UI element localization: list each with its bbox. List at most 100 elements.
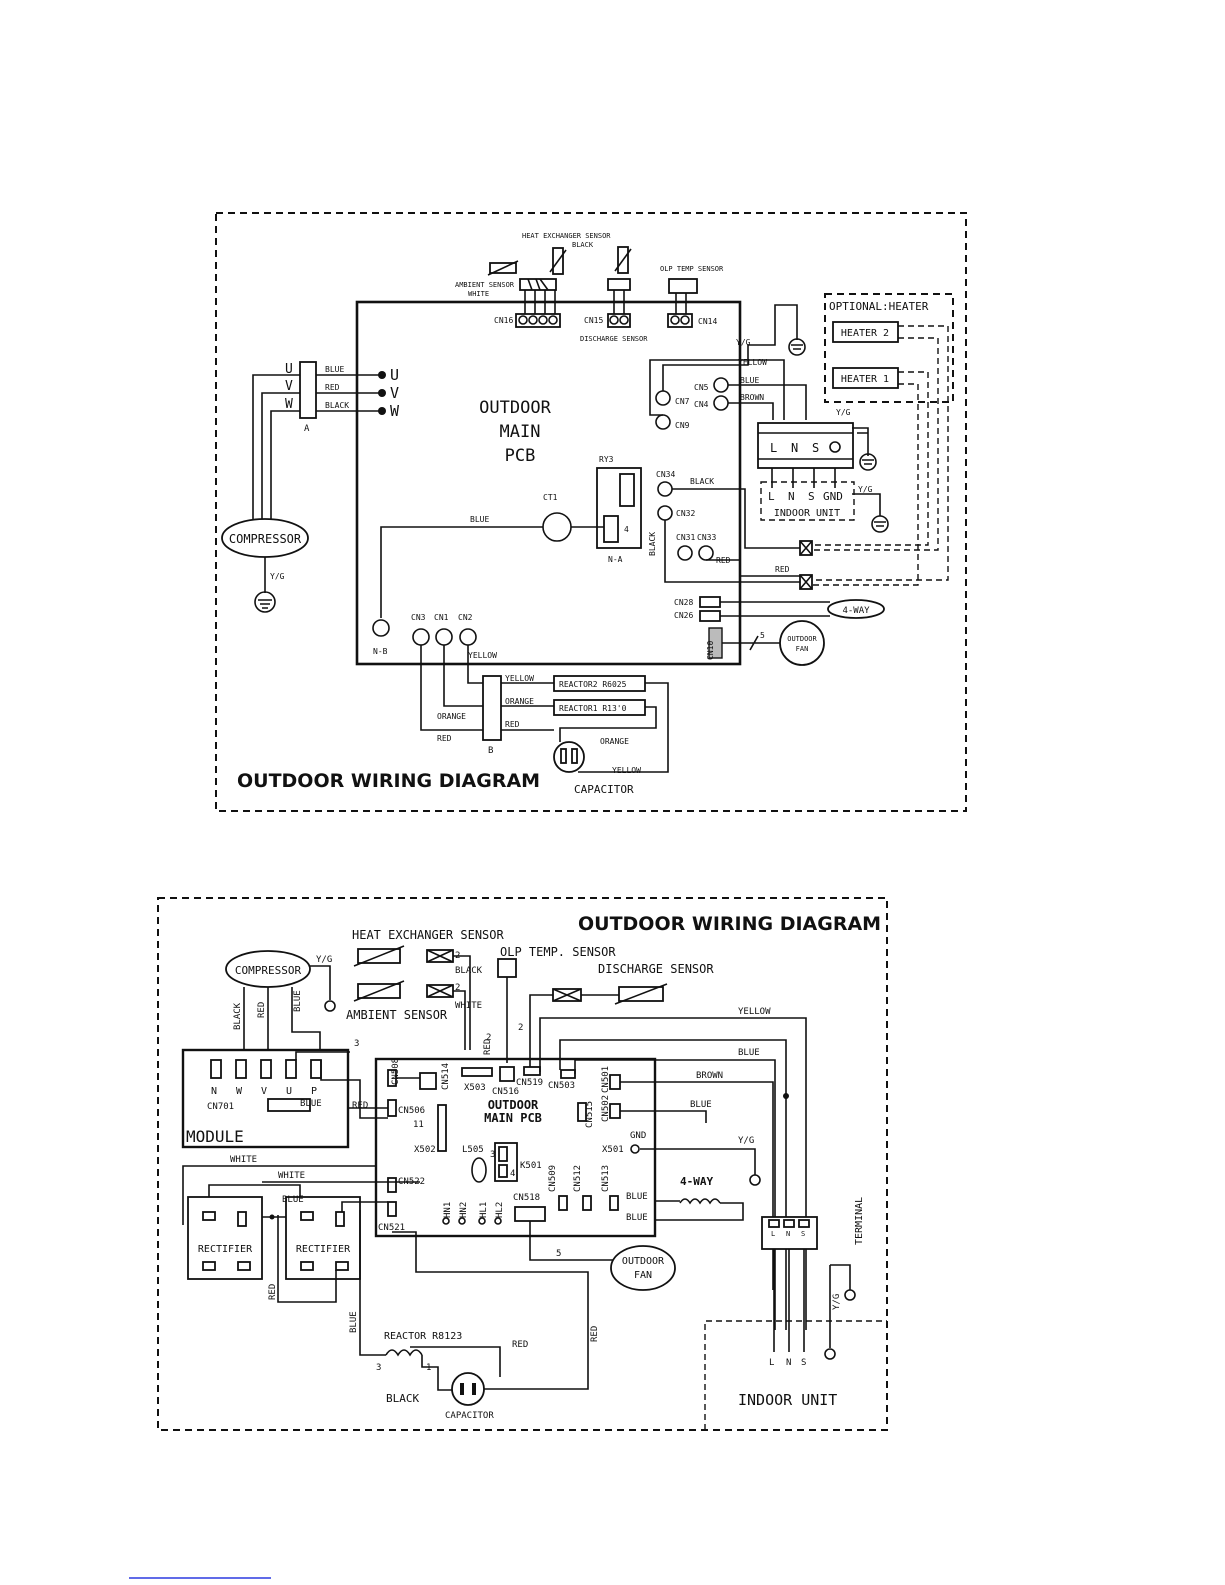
compressor-yg: Y/G: [270, 572, 285, 581]
rectifier-2-label: RECTIFIER: [296, 1244, 351, 1255]
capacitor-1-label: CAPACITOR: [574, 783, 634, 796]
hl2-label: HL2: [495, 1202, 505, 1218]
cn516-label: CN516: [492, 1087, 519, 1097]
orange-b-label: ORANGE: [505, 697, 534, 706]
four-way-valve-1: [827, 599, 885, 619]
black-vert-label: BLACK: [648, 532, 657, 556]
terminal-strip-1: [757, 422, 854, 469]
outdoor-fan-1: [779, 620, 825, 666]
olp-sensor-body: [668, 278, 698, 294]
mod-pin-p: P: [311, 1086, 317, 1097]
black-cn34-label: BLACK: [690, 477, 714, 486]
cn514-label: CN514: [441, 1063, 451, 1090]
outdoor-fan-1-line1: OUTDOOR: [787, 635, 817, 643]
yellow-label: YELLOW: [738, 358, 767, 367]
outdoor-fan-2-line1: OUTDOOR: [622, 1256, 665, 1267]
white-label-a: WHITE: [230, 1155, 257, 1165]
capacitor-2-label: CAPACITOR: [445, 1411, 494, 1421]
ground-icon: [254, 591, 276, 613]
diagram-2-frame: [157, 897, 888, 1431]
ground-icon-term: [859, 453, 877, 471]
module-label: MODULE: [186, 1127, 244, 1146]
cn502-label: CN502: [601, 1095, 611, 1122]
terminal-block-a: [299, 361, 317, 419]
term-l: L: [770, 441, 777, 455]
nb-terminal: [372, 619, 390, 637]
olp-red-label: RED: [483, 1039, 493, 1055]
diagram-2: OUTDOOR WIRING DIAGRAM HEAT EXCHANGER SE…: [157, 897, 888, 1431]
four-way-label-1: 4-WAY: [842, 606, 870, 616]
rect-blue-label: BLUE: [282, 1195, 304, 1205]
cn503-label: CN503: [548, 1081, 575, 1091]
white-label-b: WHITE: [278, 1171, 305, 1181]
hx-sensor-label-2: HEAT EXCHANGER SENSOR: [352, 928, 504, 942]
rect-red-label: RED: [268, 1284, 278, 1300]
pcb2-line2: MAIN PCB: [484, 1111, 542, 1125]
capacitor-2: [451, 1372, 485, 1406]
eleven-count: 11: [413, 1120, 424, 1130]
pcb2-line1: OUTDOOR: [488, 1098, 539, 1112]
ambient-sensor-label: AMBIENT SENSOR: [455, 281, 515, 289]
yellow-label-2: YELLOW: [738, 1007, 771, 1017]
term-n: N: [791, 441, 798, 455]
term2-l: L: [771, 1230, 775, 1238]
blue-wire-label: BLUE: [325, 365, 344, 374]
blue-label-2a: BLUE: [738, 1048, 760, 1058]
yg-top-label: Y/G: [736, 338, 751, 347]
orange-cap-label: ORANGE: [600, 737, 629, 746]
discharge-sensor-label-2: DISCHARGE SENSOR: [598, 962, 714, 976]
w-pcb: W: [390, 402, 400, 420]
k501-label: K501: [520, 1161, 542, 1171]
v-pcb: V: [390, 384, 399, 402]
yellow-cn2-label: YELLOW: [468, 651, 497, 660]
u-pcb: U: [390, 366, 399, 384]
mod-pin-n: N: [211, 1086, 217, 1097]
diagram-2-title: OUTDOOR WIRING DIAGRAM: [578, 913, 881, 935]
yg-comp-label: Y/G: [316, 955, 332, 965]
outdoor-fan-1-line2: FAN: [796, 645, 809, 653]
cn31-label: CN31: [676, 533, 695, 542]
indoor-unit-label-1: INDOOR UNIT: [774, 508, 840, 519]
pcb-label-line2: MAIN: [500, 422, 541, 442]
orange-left-label: ORANGE: [437, 712, 466, 721]
indoor2-n: N: [786, 1358, 791, 1368]
term2-s: S: [801, 1230, 805, 1238]
cn4-label: CN4: [694, 400, 709, 409]
hx-sensor-label: HEAT EXCHANGER SENSOR: [522, 232, 611, 240]
cn14-label: CN14: [698, 317, 717, 326]
red-heater-label: RED: [775, 565, 790, 574]
outdoor-fan-2: [610, 1245, 676, 1291]
yellow-cap-label: YELLOW: [612, 766, 641, 775]
ambient-sensor-label-2: AMBIENT SENSOR: [346, 1008, 448, 1022]
cn506-label: CN506: [398, 1106, 425, 1116]
hx-black-label-2: BLACK: [455, 966, 483, 976]
indoor-l: L: [768, 490, 775, 503]
na-label: N-A: [608, 555, 623, 564]
reactor-coil: [385, 1349, 423, 1357]
yg-x501-label: Y/G: [738, 1136, 754, 1146]
brown-label: BROWN: [740, 393, 764, 402]
hn2-label: HN2: [459, 1202, 469, 1218]
reactor-black-label: BLACK: [386, 1392, 419, 1405]
reactor-1-label-2: 1: [426, 1363, 431, 1373]
hx-black-label: BLACK: [572, 241, 594, 249]
cn513-label: CN513: [601, 1165, 611, 1192]
w-left: W: [285, 397, 293, 412]
term-s: S: [812, 441, 819, 455]
indoor-unit-label-2: INDOOR UNIT: [738, 1391, 837, 1409]
reactor-2-label: REACTOR2 R6025: [559, 680, 627, 689]
cn518-label: CN518: [513, 1193, 540, 1203]
cn15-label: CN15: [584, 316, 603, 325]
ground-icon-indoor: [871, 515, 889, 533]
optional-heater-box: [824, 293, 954, 403]
reactor-1-label: REACTOR1 R13'0: [559, 704, 627, 713]
cn515-label: CN515: [585, 1101, 595, 1128]
red-b-label: RED: [505, 720, 520, 729]
cn9-label: CN9: [675, 421, 690, 430]
reactor-label-2: REACTOR R8123: [384, 1331, 462, 1342]
outdoor-main-pcb-1: [355, 300, 742, 666]
heater-2: [832, 321, 899, 343]
x503-label: X503: [464, 1083, 486, 1093]
module-box: [181, 1048, 350, 1149]
mod-blue-label: BLUE: [300, 1099, 322, 1109]
